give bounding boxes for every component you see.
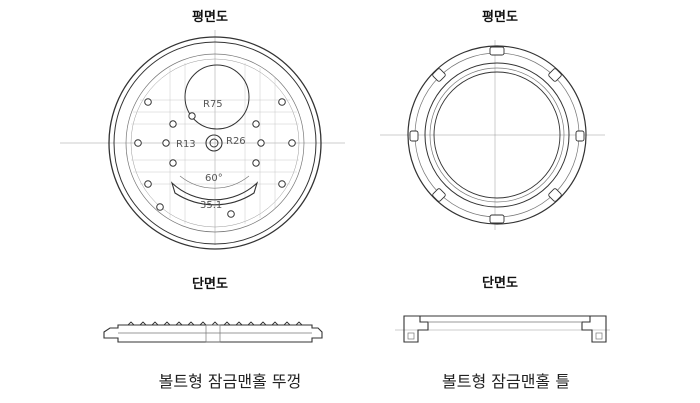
cover-plan-view: R75 R13 R26 60° [60,30,345,250]
r75-pocket-circle [184,64,250,130]
center-bolt-inner [209,138,219,148]
bolt-hole [252,159,260,167]
frame-caption: 볼트형 잠금맨홀 틀 [442,372,570,391]
frame-right-bolt-pocket [595,332,603,340]
cover-inner-ring [125,53,305,233]
frame-section-left-profile [403,315,429,343]
frame-lug [489,46,505,56]
bolt-hole [252,120,260,128]
frame-plan-view [380,40,605,230]
bolt-hole [134,139,142,147]
bolt-hole [278,180,286,188]
frame-opening [433,71,561,199]
cover-section-title: 단면도 [192,276,228,292]
cover-section-bolt-boss [205,324,221,343]
frame-left-bolt-pocket [407,332,415,340]
frame-plan-title: 평면도 [482,9,518,25]
frame-section-view [395,315,610,343]
frame-seat-ring [424,62,570,208]
bolt-hole [288,139,296,147]
cover-hatched-field-edge [130,58,300,228]
frame-lug [432,188,446,202]
angle-arc [179,175,250,189]
frame-bolt-lugs [409,46,585,224]
bolt-hole [169,159,177,167]
bolt-hole [144,98,152,106]
bolt-hole [227,210,235,218]
cover-plan-title: 평면도 [192,9,228,25]
cover-surface-grid [131,63,299,224]
frame-lug [432,68,446,82]
cover-section-view [103,321,323,343]
frame-section-title: 단면도 [482,275,518,291]
frame-section-right-profile [581,315,607,343]
center-bolt-outer [205,134,223,152]
frame-lug [548,68,562,82]
cover-caption: 볼트형 잠금맨홀 뚜껑 [159,372,302,391]
bolt-hole [156,203,164,211]
frame-inner-ring [429,67,565,203]
frame-outer-flange [407,45,587,225]
rim-bolt-holes [134,98,296,218]
r75-label: R75 [203,99,223,110]
frame-lug [489,214,505,224]
cover-section-ribs [127,321,303,326]
frame-lug [575,130,585,142]
r26-label: R26 [226,136,246,147]
cover-section-plate [103,324,323,343]
cover-second-ring [113,41,317,245]
r13-label: R13 [176,139,196,150]
bolt-hole [278,98,286,106]
bolt-hole [144,180,152,188]
cover-outer-ring [108,36,322,250]
bolt-hole [162,139,170,147]
bolt-hole [257,139,265,147]
bolt-hole [188,112,196,120]
frame-lug [548,188,562,202]
curved-handle-slot [170,181,259,206]
bolt-hole [169,120,177,128]
frame-lug [409,130,419,142]
angle-label: 60° [205,173,223,184]
length-label: 35.1 [200,200,222,211]
inner-bolt-holes [162,112,265,167]
